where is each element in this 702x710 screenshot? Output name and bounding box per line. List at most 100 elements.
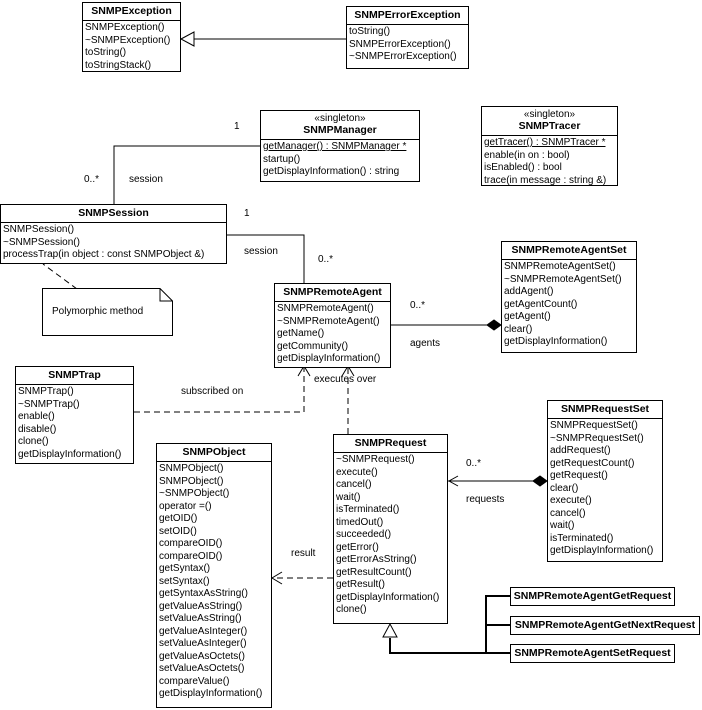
operation: getResultCount() — [336, 566, 412, 578]
dependency-arrowhead-object — [271, 571, 283, 585]
class-name: SNMPRequestSet — [548, 401, 662, 419]
operation: isTerminated() — [336, 504, 400, 515]
operation: SNMPSession() — [3, 224, 75, 235]
class-name: SNMPRemoteAgentGetRequest — [513, 590, 672, 602]
operation: SNMPTrap() — [18, 386, 74, 397]
operation: getManager() : SNMPManager * — [263, 141, 407, 152]
operation: getTracer() : SNMPTracer * — [484, 137, 606, 148]
operation: ~SNMPRemoteAgentSet() — [504, 273, 622, 285]
operation: getRequest() — [550, 470, 608, 481]
operation: SNMPRemoteAgentSet() — [504, 261, 616, 272]
operation: getDisplayInformation() — [159, 688, 263, 699]
class-snmp-remote-agent-set: SNMPRemoteAgentSet SNMPRemoteAgentSet()~… — [501, 241, 637, 353]
operation: operator =() — [159, 500, 212, 512]
navigability-arrow-requests — [447, 475, 459, 487]
stereotype: «singleton» — [314, 113, 366, 124]
class-header: «singleton» SNMPManager — [261, 111, 419, 140]
operation: SNMPRemoteAgent() — [277, 303, 374, 314]
class-name: SNMPException — [83, 3, 180, 21]
class-name: SNMPSession — [1, 205, 226, 223]
operation: getAgentCount() — [504, 298, 578, 310]
class-remote-agent-get-request: SNMPRemoteAgentGetRequest — [510, 587, 675, 606]
class-name: SNMPManager — [303, 124, 377, 136]
operations-list: getManager() : SNMPManager *startup()get… — [261, 140, 419, 181]
operation: ~SNMPErrorException() — [349, 51, 457, 62]
class-name: SNMPObject — [157, 444, 271, 462]
operation: trace(in message : string &) — [484, 174, 607, 186]
operation: SNMPErrorException() — [349, 38, 451, 50]
class-name: SNMPErrorException — [347, 7, 468, 25]
operation: toString() — [85, 47, 127, 58]
note-shape — [42, 288, 173, 336]
operation: clear() — [550, 482, 579, 494]
operation: getOID() — [159, 513, 198, 524]
multiplicity-session-one: 1 — [244, 208, 250, 219]
operation: getCommunity() — [277, 340, 349, 352]
stereotype: «singleton» — [523, 109, 576, 120]
operation: SNMPObject() — [159, 475, 224, 487]
class-snmp-session: SNMPSession SNMPSession()~SNMPSession()p… — [0, 204, 227, 264]
operation: getDisplayInformation() — [504, 336, 608, 347]
class-snmp-tracer: «singleton» SNMPTracer getTracer() : SNM… — [481, 106, 618, 186]
operation: clone() — [336, 604, 367, 615]
inheritance-arrowhead-request — [382, 622, 398, 638]
operation: SNMPRequestSet() — [550, 420, 638, 431]
inheritance-arrowhead-exception — [179, 31, 195, 47]
operation: startup() — [263, 153, 301, 165]
operation: ~SNMPRequestSet() — [550, 432, 644, 444]
operation: disable() — [18, 423, 57, 435]
class-remote-agent-set-request: SNMPRemoteAgentSetRequest — [510, 644, 675, 663]
operation: getSyntax() — [159, 563, 211, 574]
operation: timedOut() — [336, 516, 384, 528]
operations-list: SNMPRemoteAgentSet()~SNMPRemoteAgentSet(… — [502, 260, 636, 351]
multiplicity-agentset: 0..* — [410, 300, 426, 311]
operation: getValueAsOctets() — [159, 650, 245, 662]
operation: getName() — [277, 328, 325, 339]
operation: clear() — [504, 323, 533, 335]
operation: setValueAsString() — [159, 613, 242, 624]
label-executes-over: executes over — [314, 374, 377, 385]
multiplicity-manager: 1 — [234, 121, 240, 132]
operation: cancel() — [550, 507, 586, 519]
operation: ~SNMPSession() — [3, 236, 80, 248]
operation: ~SNMPException() — [85, 34, 171, 46]
class-name: SNMPRemoteAgentSet — [502, 242, 636, 260]
operations-list: SNMPRequestSet()~SNMPRequestSet()addRequ… — [548, 419, 662, 560]
operation: ~SNMPObject() — [159, 488, 230, 499]
operation: isTerminated() — [550, 532, 614, 544]
operation: getDisplayInformation() — [336, 591, 440, 603]
operation: getErrorAsString() — [336, 554, 417, 565]
operation: SNMPObject() — [159, 463, 224, 474]
operation: getSyntaxAsString() — [159, 588, 248, 599]
operations-list: SNMPException()~SNMPException()toString(… — [83, 21, 180, 74]
operations-list: SNMPTrap()~SNMPTrap()enable()disable()cl… — [16, 385, 133, 463]
operation: getAgent() — [504, 311, 551, 322]
class-name: SNMPRemoteAgentGetNextRequest — [514, 619, 696, 631]
operation: getDisplayInformation() — [277, 353, 381, 364]
operations-list: getTracer() : SNMPTracer *enable(in on :… — [482, 136, 617, 189]
operations-list: SNMPObject()SNMPObject()~SNMPObject()ope… — [157, 462, 271, 703]
association-manager-session — [113, 145, 262, 204]
operation: enable(in on : bool) — [484, 149, 570, 161]
class-name: SNMPTrap — [16, 367, 133, 385]
operation: getValueAsString() — [159, 600, 243, 612]
polymorphic-method-note: Polymorphic method — [42, 288, 173, 336]
operation: toStringStack() — [85, 59, 152, 71]
class-name: SNMPRequest — [334, 435, 447, 453]
class-snmp-trap: SNMPTrap SNMPTrap()~SNMPTrap()enable()di… — [15, 366, 134, 464]
label-subscribed-on: subscribed on — [181, 386, 244, 397]
operation: getValueAsInteger() — [159, 625, 248, 637]
aggregation-diamond-requestset — [532, 475, 548, 487]
operation: toString() — [349, 26, 391, 37]
note-anchor-line — [42, 263, 78, 290]
role-session: session — [129, 174, 163, 185]
operation: isEnabled() : bool — [484, 162, 562, 173]
class-snmp-manager: «singleton» SNMPManager getManager() : S… — [260, 110, 420, 182]
operation: addRequest() — [550, 445, 611, 456]
role-agents: agents — [410, 338, 441, 349]
operation: processTrap(in object : const SNMPObject… — [3, 249, 205, 260]
class-snmp-object: SNMPObject SNMPObject()SNMPObject()~SNMP… — [156, 443, 272, 708]
operations-list: SNMPSession()~SNMPSession()processTrap(i… — [1, 223, 226, 264]
operation: addAgent() — [504, 286, 554, 297]
